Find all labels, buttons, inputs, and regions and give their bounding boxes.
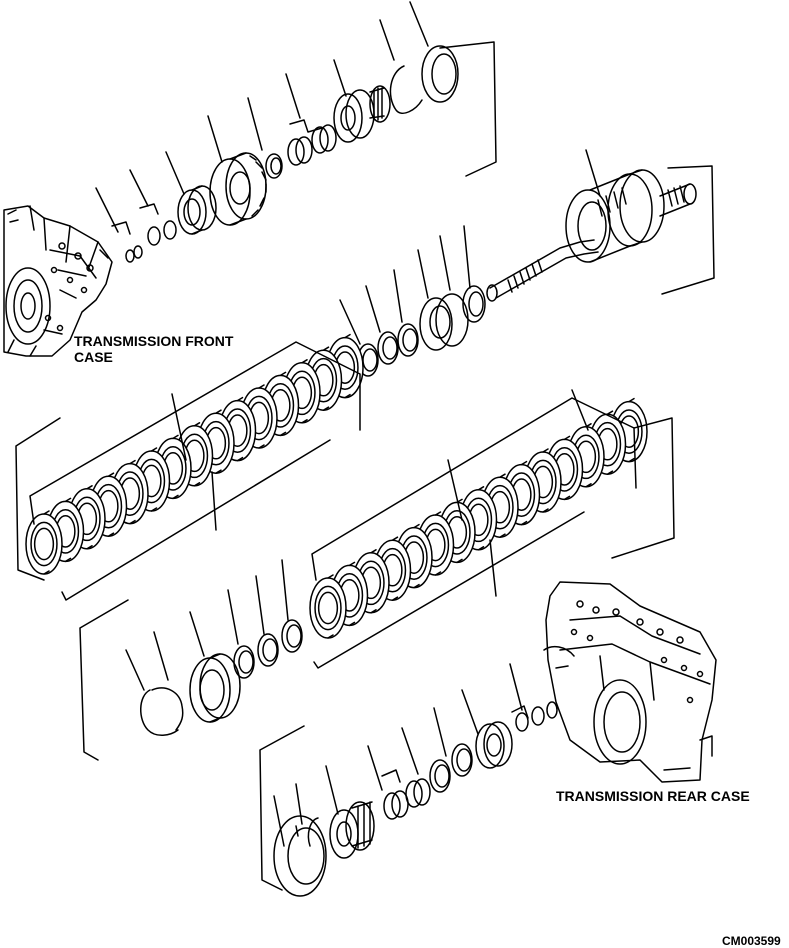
clutch-disc [310, 575, 346, 638]
lower-left-ring-row [80, 560, 302, 760]
drawing-code: CM003599 [722, 934, 781, 948]
middle-ring-row [340, 226, 485, 376]
transmission-rear-case-label: TRANSMISSION REAR CASE [556, 788, 750, 804]
top-gear-chain [96, 2, 496, 262]
right-clutch-frame [312, 390, 674, 668]
front-case-label-line2: CASE [74, 349, 113, 365]
clutch-disc [26, 511, 62, 574]
right-clutch-pack [310, 399, 647, 638]
transmission-front-case [4, 206, 112, 356]
transmission-front-case-label: TRANSMISSION FRONT CASE [74, 333, 233, 365]
front-case-label-line1: TRANSMISSION FRONT [74, 333, 234, 349]
left-clutch-frame [16, 342, 360, 600]
left-clutch-pack [26, 335, 363, 574]
output-shaft-assembly [487, 150, 714, 301]
transmission-rear-case [544, 582, 716, 782]
lower-chain [260, 664, 557, 896]
